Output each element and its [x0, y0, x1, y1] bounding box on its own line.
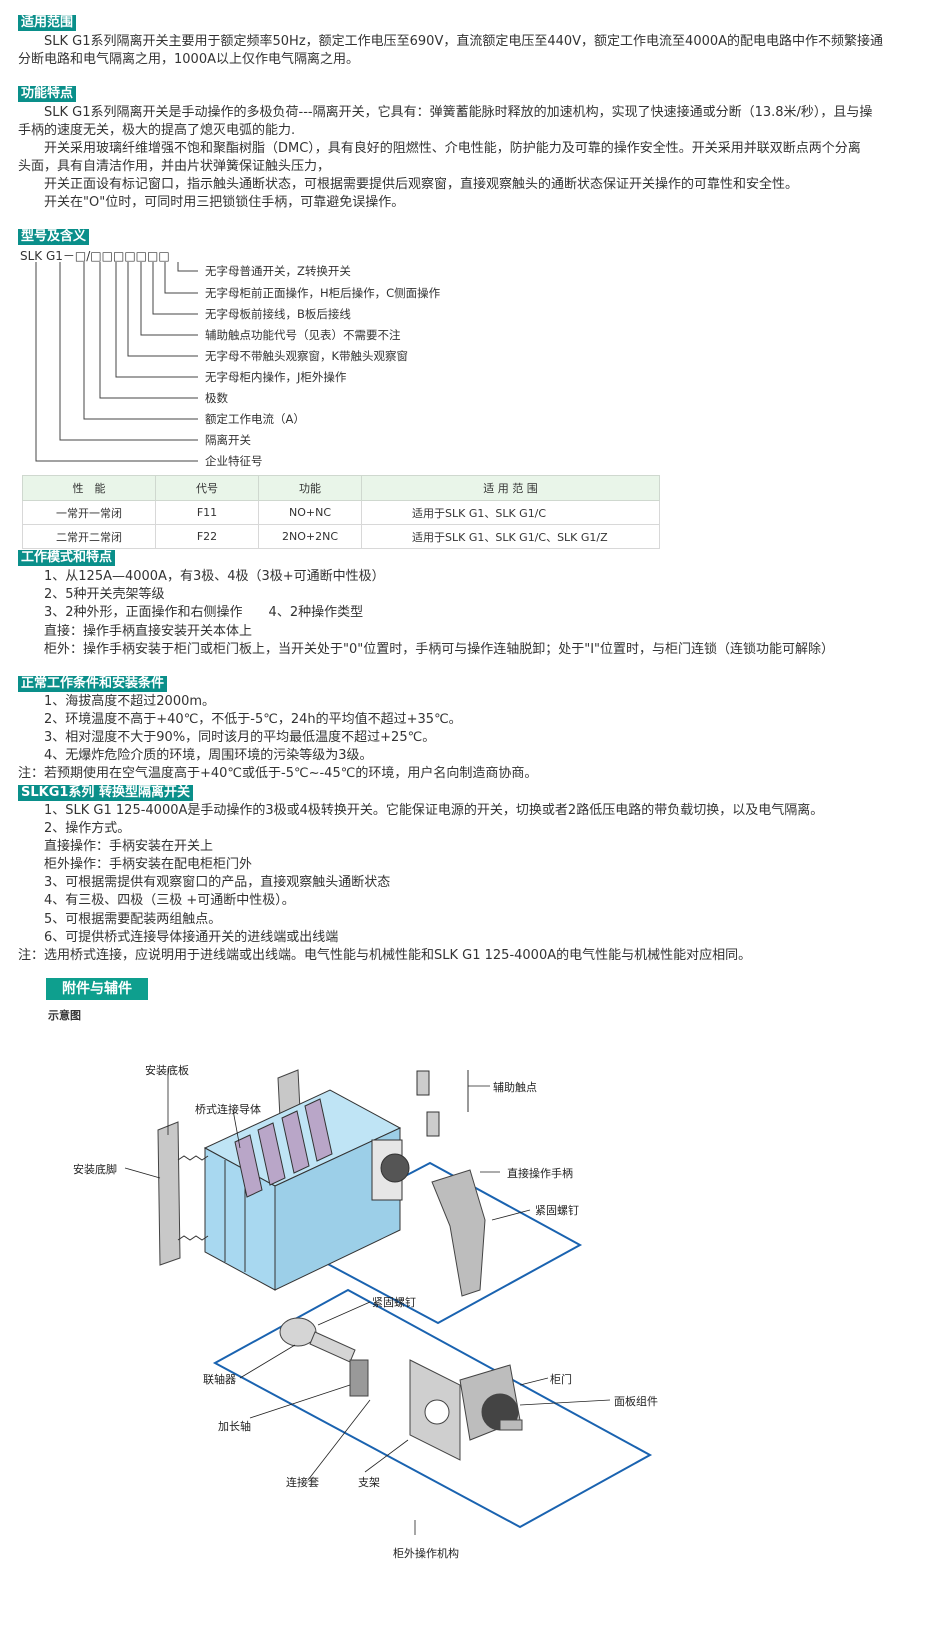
model-item-6: 无字母柜内操作，J柜外操作: [205, 370, 347, 384]
label-sleeve: 连接套: [286, 1476, 319, 1489]
section-title-modes: 工作模式和特点: [18, 550, 116, 566]
conditions-line-4: 4、无爆炸危险介质的环境，周围环境的污染等级为3级。: [44, 748, 373, 763]
transfer-line-6: 4、有三极、四极（三极 +可通断中性极）。: [44, 893, 295, 908]
table-cell: 2NO+2NC: [258, 524, 362, 549]
table-cell: 适用于SLK G1、SLK G1/C、SLK G1/Z: [361, 524, 660, 549]
features-line-2: 手柄的速度无关，极大的提高了熄灭电弧的能力.: [18, 123, 296, 138]
model-code: SLK G1－□/□□□□□□□: [20, 249, 170, 263]
scope-line-1: SLK G1系列隔离开关主要用于额定频率50Hz，额定工作电压至690V，直流额…: [44, 34, 884, 49]
model-item-5: 无字母不带触头观察窗，K带触头观察窗: [205, 349, 409, 363]
mount-springs: [177, 1155, 209, 1241]
model-item-10: 企业特征号: [205, 454, 263, 468]
conditions-line-1: 1、海拔高度不超过2000m。: [44, 694, 216, 709]
transfer-line-7: 5、可根据需要配装两组触点。: [44, 912, 222, 927]
table-row: 一常开一常闭 F11 NO+NC 适用于SLK G1、SLK G1/C: [22, 500, 660, 525]
modes-line-2: 2、5种开关壳架等级: [44, 587, 165, 602]
label-door: 柜门: [550, 1373, 572, 1386]
model-item-4: 辅助触点功能代号（见表）不需要不注: [205, 328, 401, 342]
label-direct-handle: 直接操作手柄: [507, 1167, 573, 1180]
table-header: 适 用 范 围: [361, 475, 660, 501]
features-line-3: 开关采用玻璃纤维增强不饱和聚酯树脂（DMC），具有良好的阻燃性、介电性能，防护能…: [44, 141, 861, 156]
features-line-5: 开关正面设有标记窗口，指示触头通断状态，可根据需要提供后观察窗，直接观察触头的通…: [44, 177, 799, 192]
table-cell: 一常开一常闭: [22, 500, 156, 525]
table-header: 性 能: [22, 475, 156, 501]
bridge-conductors: [234, 1098, 333, 1198]
label-mount-foot: 安装底脚: [73, 1163, 117, 1176]
label-screw-2: 紧固螺钉: [372, 1296, 416, 1309]
conditions-note: 注：若预期使用在空气温度高于+40℃或低于-5℃~-45℃的环境，用户名向制造商…: [18, 766, 538, 781]
section-title-scope: 适用范围: [18, 15, 77, 31]
features-line-6: 开关在"O"位时，可同时用三把锁锁住手柄，可靠避免误操作。: [44, 195, 405, 210]
table-header-row: 性 能 代号 功能 适 用 范 围: [22, 475, 660, 501]
section-title-model: 型号及含义: [18, 229, 90, 245]
features-line-1: SLK G1系列隔离开关是手动操作的多极负荷---隔离开关，它具有：弹簧蓄能脉时…: [44, 105, 873, 120]
label-screw-1: 紧固螺钉: [535, 1204, 579, 1217]
table-cell: F11: [155, 500, 259, 525]
model-item-1: 无字母普通开关，Z转换开关: [205, 264, 351, 278]
model-item-3: 无字母板前接线，B板后接线: [205, 307, 351, 321]
label-aux-contact: 辅助触点: [493, 1081, 537, 1094]
transfer-line-1: 1、SLK G1 125-4000A是手动操作的3极或4极转换开关。它能保证电源…: [44, 803, 824, 818]
label-panel: 面板组件: [614, 1395, 658, 1408]
accessories-title: 附件与辅件: [46, 978, 148, 1000]
section-title-conditions: 正常工作条件和安装条件: [18, 676, 168, 692]
transfer-line-2: 2、操作方式。: [44, 821, 131, 836]
label-mount-plate: 安装底板: [145, 1064, 189, 1077]
modes-line-3: 3、2种外形，正面操作和右侧操作 4、2种操作类型: [44, 605, 364, 620]
conditions-line-2: 2、环境温度不高于+40℃，不低于-5℃，24h的平均值不超过+35℃。: [44, 712, 462, 727]
model-tree-lines: [35, 262, 198, 462]
transfer-note: 注：选用桥式连接，应说明用于进线端或出线端。电气性能与机械性能和SLK G1 1…: [18, 948, 752, 963]
aux-contact-table: 性 能 代号 功能 适 用 范 围 一常开一常闭 F11 NO+NC 适用于SL…: [22, 475, 660, 549]
modes-line-1: 1、从125A—4000A，有3极、4极（3极+可通断中性极）: [44, 569, 385, 584]
table-row: 二常开二常闭 F22 2NO+2NC 适用于SLK G1、SLK G1/C、SL…: [22, 524, 660, 549]
modes-line-5: 柜外：操作手柄安装于柜门或柜门板上，当开关处于"0"位置时，手柄可与操作连轴脱卸…: [44, 642, 835, 657]
left-mount-plate: [157, 1121, 181, 1266]
transfer-line-5: 3、可根据需提供有观察窗口的产品，直接观察触头通断状态: [44, 875, 391, 890]
features-line-4: 头面，具有自清洁作用，并由片状弹簧保证触头压力，: [18, 159, 331, 174]
aux-contacts: [416, 1070, 440, 1137]
label-bridge: 桥式连接导体: [195, 1103, 261, 1116]
external-mechanism-frame: [212, 1288, 653, 1529]
switch-body: [203, 1089, 402, 1291]
model-item-8: 额定工作电流（A）: [205, 412, 305, 426]
rotary-mechanism: [371, 1139, 410, 1201]
model-item-9: 隔离开关: [205, 433, 251, 447]
table-cell: 二常开二常闭: [22, 524, 156, 549]
table-cell: F22: [155, 524, 259, 549]
section-title-transfer: SLKG1系列 转换型隔离开关: [18, 785, 193, 801]
transfer-line-4: 柜外操作：手柄安装在配电柜柜门外: [44, 857, 253, 872]
model-item-2: 无字母柜前正面操作，H柜后操作，C侧面操作: [205, 286, 441, 300]
bracket-door: [409, 1359, 523, 1461]
label-external-mech: 柜外操作机构: [393, 1547, 459, 1560]
label-ext-shaft: 加长轴: [218, 1420, 251, 1433]
model-item-7: 极数: [205, 391, 228, 405]
direct-handle: [431, 1169, 486, 1297]
table-header: 代号: [155, 475, 259, 501]
table-header: 功能: [258, 475, 362, 501]
label-bracket: 支架: [358, 1476, 380, 1489]
scope-line-2: 分断电路和电气隔离之用，1000A以上仅作电气隔离之用。: [18, 52, 359, 67]
transfer-line-8: 6、可提供桥式连接导体接通开关的进线端或出线端: [44, 930, 339, 945]
label-coupling: 联轴器: [203, 1373, 236, 1386]
diagram-caption: 示意图: [48, 1009, 81, 1022]
section-title-features: 功能特点: [18, 86, 77, 102]
coupling-shaft: [279, 1317, 369, 1397]
conditions-line-3: 3、相对湿度不大于90%，同时该月的平均最低温度不超过+25℃。: [44, 730, 436, 745]
modes-line-4: 直接：操作手柄直接安装开关本体上: [44, 624, 253, 639]
transfer-line-3: 直接操作：手柄安装在开关上: [44, 839, 214, 854]
